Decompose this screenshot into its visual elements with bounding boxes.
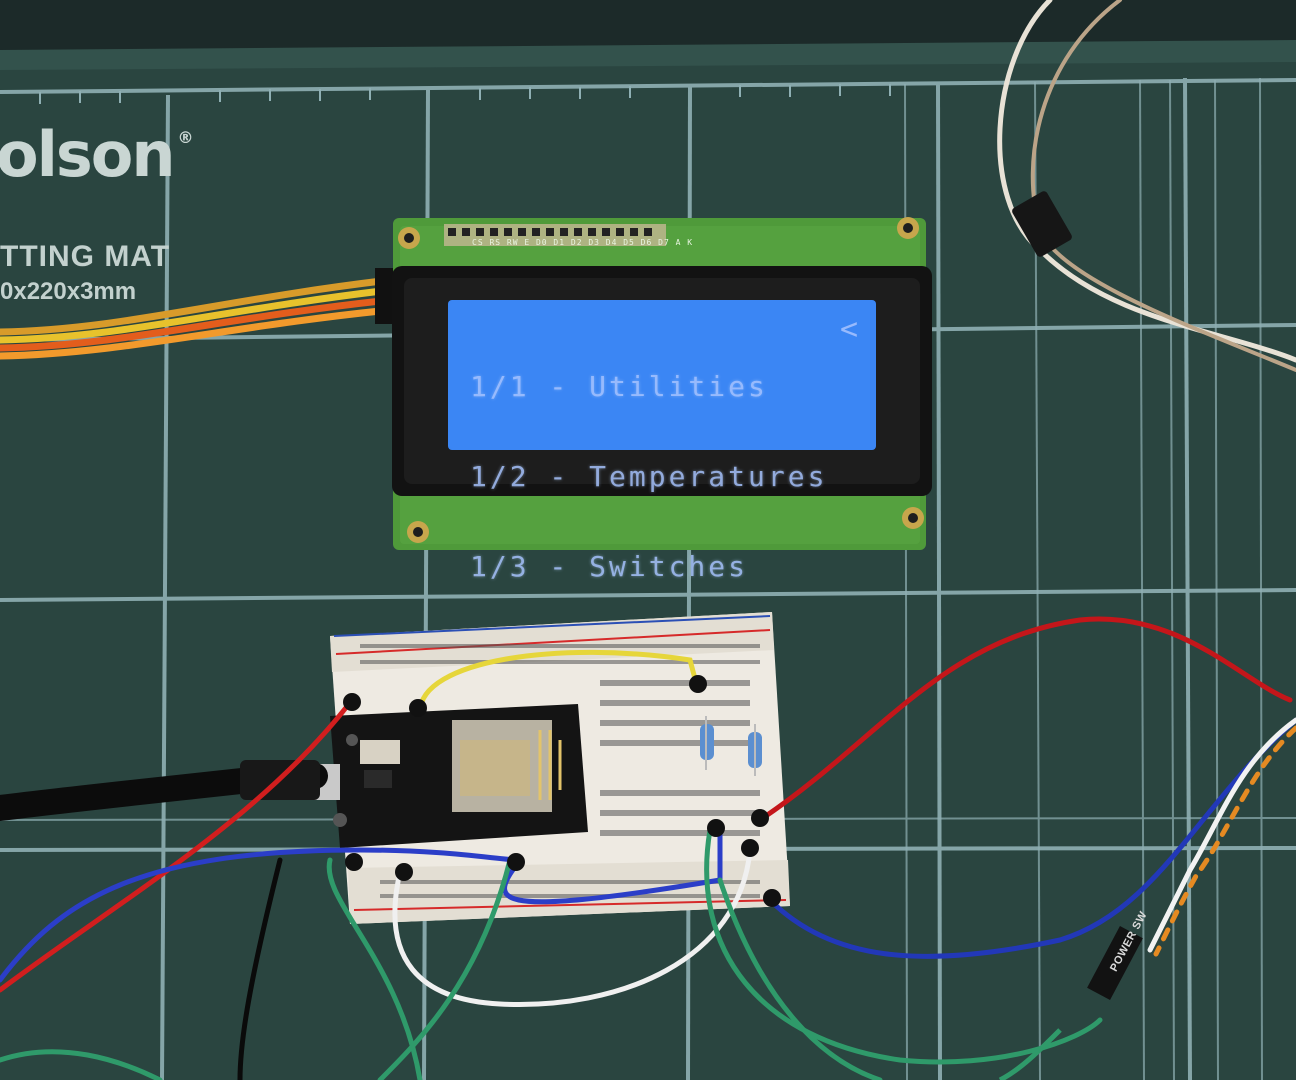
twisted-pair-cable [1147,717,1296,957]
jumper-wires [0,616,1296,1080]
nodemcu-board [310,704,588,848]
resistors [700,716,762,776]
cable-connector [1012,191,1072,257]
mat-brand-logo: olson® [0,118,193,191]
lcd-line-2: 1/2 - Temperatures [470,460,828,493]
mat-label-line1: TTING MAT [0,240,171,273]
ribbon-connector [375,268,395,324]
usb-cable [0,763,328,821]
lcd-ribbon-wires [0,276,394,360]
jumper-ends [343,675,781,907]
lcd-module [392,217,932,550]
lcd-pin-labels: CS RS RW E D0 D1 D2 D3 D4 D5 D6 D7 A K [472,238,694,247]
lcd-line-3: 1/3 - Switches [470,550,749,583]
lcd-selection-cursor: < [840,312,859,347]
lcd-line-1: 1/1 - Utilities [470,370,768,403]
lcd-screen [448,300,876,450]
power-sw-connector [1087,925,1143,1001]
mat-label-line2: 0x220x3mm [0,278,137,305]
lcd-display-text: 1/1 - Utilities 1/2 - Temperatures 1/3 -… [470,312,870,612]
